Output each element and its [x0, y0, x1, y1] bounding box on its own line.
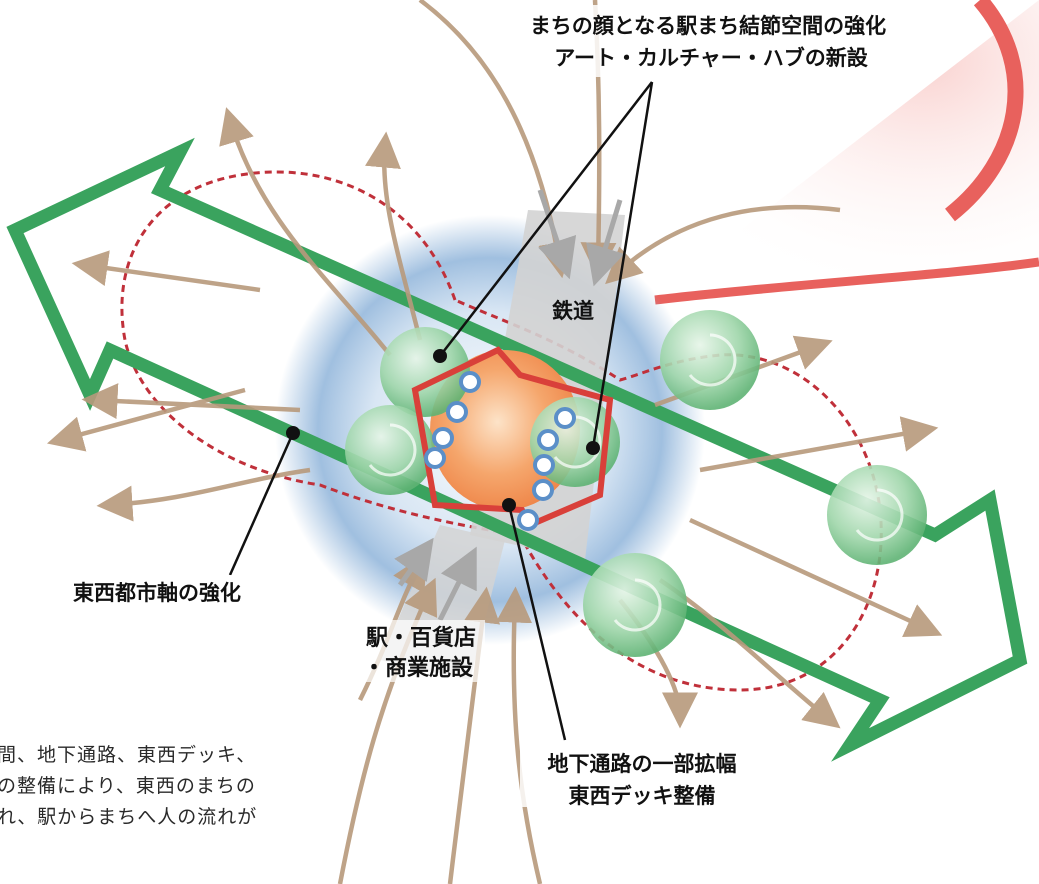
railway-label: 鉄道: [552, 299, 594, 323]
rail-arrows: [394, 189, 625, 622]
leader-dots: [286, 349, 600, 512]
underpass-label-line2: 東西デッキ整備: [569, 784, 716, 808]
axis-label: 東西都市軸の強化: [73, 581, 241, 605]
green-nodes: [345, 310, 927, 657]
node-far-east: [827, 465, 927, 565]
east-west-axis-arrow: [6, 137, 1028, 762]
body-line-1: 間、地下通路、東西デッキ、: [0, 744, 257, 766]
node-east: [660, 310, 760, 410]
small-circles: [424, 371, 576, 531]
top-label-bg: [505, 5, 915, 77]
top-label-line2: アート・カルチャー・ハブの新設: [554, 46, 869, 70]
body-paragraph: 間、地下通路、東西デッキ、 の整備により、東西のまちの れ、駅からまちへ人の流れ…: [0, 740, 360, 833]
body-line-3: れ、駅からまちへ人の流れが: [0, 806, 258, 828]
node-west: [345, 405, 435, 495]
leader-lines: [228, 81, 654, 741]
station-label-line1: 駅・百貨店: [366, 625, 476, 651]
top-label-line1: まちの顔となる駅まち結節空間の強化: [530, 14, 886, 38]
node-northwest: [380, 327, 470, 417]
node-south: [583, 553, 687, 657]
body-line-2: の整備により、東西のまちの: [0, 775, 256, 797]
underpass-label-line1: 地下通路の一部拡幅: [548, 752, 737, 776]
station-frame: [411, 346, 614, 529]
station-label-line2: ・商業施設: [363, 655, 474, 681]
